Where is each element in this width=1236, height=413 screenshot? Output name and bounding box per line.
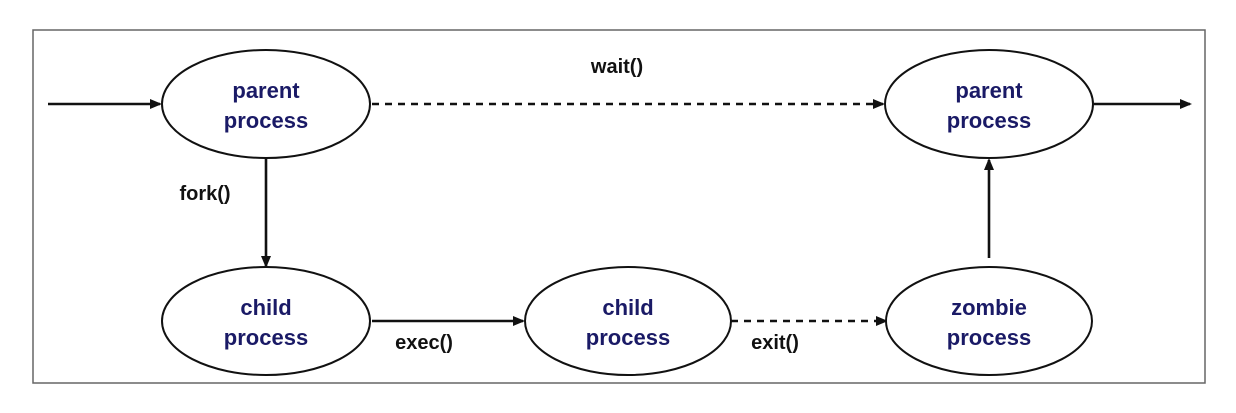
node-parent-start-shape: [161, 49, 371, 159]
exit-label: exit(): [751, 332, 799, 354]
node-parent-end-line2: process: [947, 108, 1031, 133]
wait-label: wait(): [590, 56, 643, 78]
exec-label: exec(): [395, 332, 453, 354]
fork-label: fork(): [179, 183, 230, 205]
node-zombie-line2: process: [947, 325, 1031, 350]
node-child-exec-line1: child: [602, 295, 653, 320]
node-child-forked-shape: [161, 266, 371, 376]
node-parent-end: parent process: [884, 49, 1094, 159]
node-parent-start-line2: process: [224, 108, 308, 133]
node-child-forked-line1: child: [240, 295, 291, 320]
node-zombie-line1: zombie: [951, 295, 1027, 320]
node-parent-end-shape: [884, 49, 1094, 159]
node-zombie: zombie process: [885, 266, 1093, 376]
node-child-forked-line2: process: [224, 325, 308, 350]
node-parent-start: parent process: [161, 49, 371, 159]
node-child-exec-shape: [524, 266, 732, 376]
node-child-exec-line2: process: [586, 325, 670, 350]
node-zombie-shape: [885, 266, 1093, 376]
node-child-forked: child process: [161, 266, 371, 376]
node-parent-start-line1: parent: [232, 78, 300, 103]
node-parent-end-line1: parent: [955, 78, 1023, 103]
node-child-exec: child process: [524, 266, 732, 376]
